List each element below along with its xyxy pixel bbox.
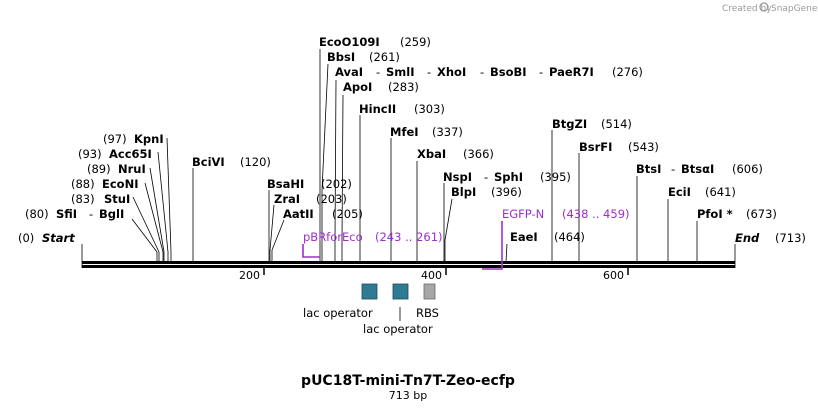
enzyme-pos: (395) [540,170,571,184]
enzyme-pos: (97) [103,132,127,146]
primer-arrow-icon [302,244,320,258]
enzyme-name: BsaHI [267,177,304,191]
enzyme-name: XbaI [417,147,446,161]
dna-backbone-bottom [82,265,735,268]
enzyme-name: AvaI [335,65,363,79]
features: lac operator lac operator RBS [303,283,439,336]
feature-label: RBS [416,306,439,320]
enzyme-pos: (93) [78,147,102,161]
enzyme-pos: (83) [71,192,95,206]
primer-name: EGFP-N [502,207,544,221]
start-position: (0) [18,231,34,245]
credit-text: Created by [722,4,772,14]
enzyme-pos: (303) [414,102,445,116]
enzyme-name: EciI [668,185,691,199]
map-title: pUC18T-mini-Tn7T-Zeo-ecfp [301,373,515,389]
feature-label: lac operator [363,322,433,336]
enzyme-pos: (205) [332,207,363,221]
enzyme-pos: (203) [316,192,347,206]
enzyme-name: PfoI * [697,207,733,221]
enzyme-pos: (366) [463,147,494,161]
enzyme-pos: (259) [400,35,431,49]
enzyme-name: BsrFI [579,140,612,154]
enzyme-name: EcoO109I [319,35,380,49]
enzyme-name: EcoNI [102,177,138,191]
svg-text:-: - [480,65,484,79]
enzyme-name: SmlI [386,65,415,79]
svg-text:-: - [427,65,431,79]
snapgene-logo-icon [759,2,769,12]
enzyme-name: BglI [99,207,124,221]
enzyme-labels: (80) SfiI - BglI (83) StuI (88) EcoNI (8… [25,35,777,244]
axis-ticks: 200 400 600 [239,268,629,282]
enzyme-name: PaeR7I [549,65,594,79]
enzyme-pos: (276) [612,65,643,79]
lac-operator-box[interactable] [392,283,409,300]
dna-backbone-top [82,261,735,264]
enzyme-pos: (283) [388,80,419,94]
primer-pbrforeco[interactable]: pBRforEco (243 .. 261) [302,230,443,258]
enzyme-name: BtsαI [681,162,714,176]
enzyme-name: BtsI [636,162,661,176]
enzyme-pos: (261) [369,50,400,64]
feature-label: lac operator [303,306,373,320]
enzyme-name: BtgZI [552,117,587,131]
enzyme-name: BbsI [327,50,355,64]
enzyme-name: BlpI [451,185,476,199]
enzyme-pos: (120) [240,155,271,169]
enzyme-pos: (88) [71,177,95,191]
primer-name: pBRforEco [303,230,363,244]
primer-range: (243 .. 261) [375,230,443,244]
tick-label-200: 200 [239,269,260,282]
cut-site-lines [81,49,736,268]
enzyme-name: HincII [359,102,396,116]
enzyme-pos: (673) [746,207,777,221]
enzyme-name: SfiI [56,207,77,221]
svg-text:-: - [539,65,543,79]
enzyme-name: SphI [494,170,523,184]
enzyme-name: ApoI [343,80,372,94]
enzyme-name: EaeI [510,230,538,244]
enzyme-pos: (606) [732,162,763,176]
enzyme-name: Acc65I [109,147,152,161]
enzyme-pos: (337) [432,125,463,139]
primer-arrow-icon [482,221,503,270]
enzyme-name: NspI [443,170,472,184]
enzyme-pos: (396) [491,185,522,199]
enzyme-name: AatII [283,207,314,221]
enzyme-pos: (543) [628,140,659,154]
map-length: 713 bp [389,389,427,402]
start-label: Start [42,231,75,245]
end-label: End [735,231,760,245]
enzyme-name: XhoI [437,65,466,79]
enzyme-name: StuI [104,192,130,206]
enzyme-name: BciVI [192,155,225,169]
svg-text:-: - [376,65,380,79]
enzyme-pos: (514) [601,117,632,131]
tick-label-400: 400 [421,269,442,282]
svg-text:-: - [89,207,93,221]
enzyme-name: NruI [118,162,146,176]
enzyme-name: KpnI [134,132,164,146]
rbs-box[interactable] [423,283,436,300]
end-position: (713) [775,231,806,245]
svg-text:-: - [671,162,675,176]
primer-egfp-n[interactable]: EGFP-N (438 .. 459) [482,207,630,270]
enzyme-name: BsoBI [490,65,527,79]
primer-range: (438 .. 459) [562,207,630,221]
enzyme-pos: (89) [87,162,111,176]
lac-operator-box[interactable] [361,283,378,300]
snapgene-brand: SnapGene [771,4,818,14]
tick-label-600: 600 [603,269,624,282]
enzyme-pos: (80) [25,207,49,221]
enzyme-pos: (641) [705,185,736,199]
svg-text:-: - [484,170,488,184]
enzyme-pos: (202) [321,177,352,191]
enzyme-name: ZraI [274,192,300,206]
enzyme-name: MfeI [390,125,419,139]
enzyme-pos: (464) [554,230,585,244]
